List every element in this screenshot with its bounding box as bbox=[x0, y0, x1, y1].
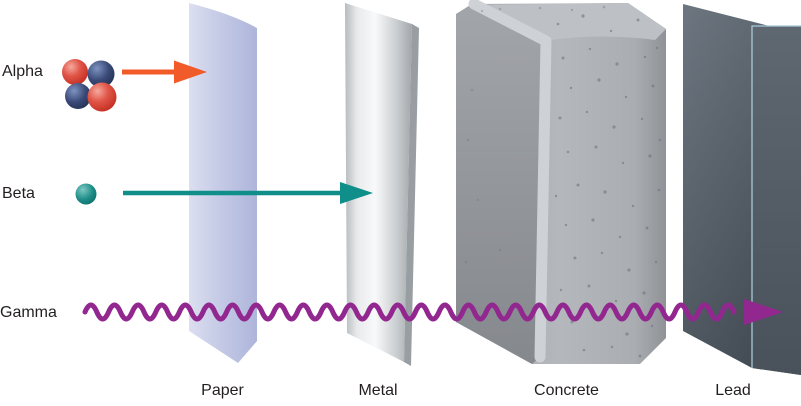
beta-arrowhead bbox=[340, 182, 373, 204]
alpha-arrowhead bbox=[174, 60, 207, 84]
beta-label: Beta bbox=[2, 185, 35, 202]
alpha-particle bbox=[62, 59, 117, 112]
lead-label: Lead bbox=[715, 382, 751, 399]
lead-block bbox=[683, 4, 801, 375]
alpha-arrow bbox=[122, 60, 207, 84]
concrete-speckles bbox=[554, 14, 662, 358]
metal-label: Metal bbox=[358, 382, 398, 399]
paper-label: Paper bbox=[201, 382, 244, 399]
gamma-wave-path bbox=[82, 302, 737, 322]
metal-sheet bbox=[345, 3, 419, 366]
lead-edge-highlight bbox=[751, 25, 801, 368]
concrete-speckles-top bbox=[480, 5, 606, 13]
gamma-arrowhead bbox=[744, 299, 783, 325]
beta-arrow bbox=[123, 182, 373, 204]
gamma-wave bbox=[82, 299, 783, 325]
concrete-block bbox=[456, 0, 666, 364]
gamma-label: Gamma bbox=[0, 304, 57, 321]
paper-sheet bbox=[189, 3, 257, 363]
beta-particle bbox=[75, 183, 97, 205]
alpha-label: Alpha bbox=[2, 63, 43, 80]
concrete-label: Concrete bbox=[534, 382, 599, 399]
